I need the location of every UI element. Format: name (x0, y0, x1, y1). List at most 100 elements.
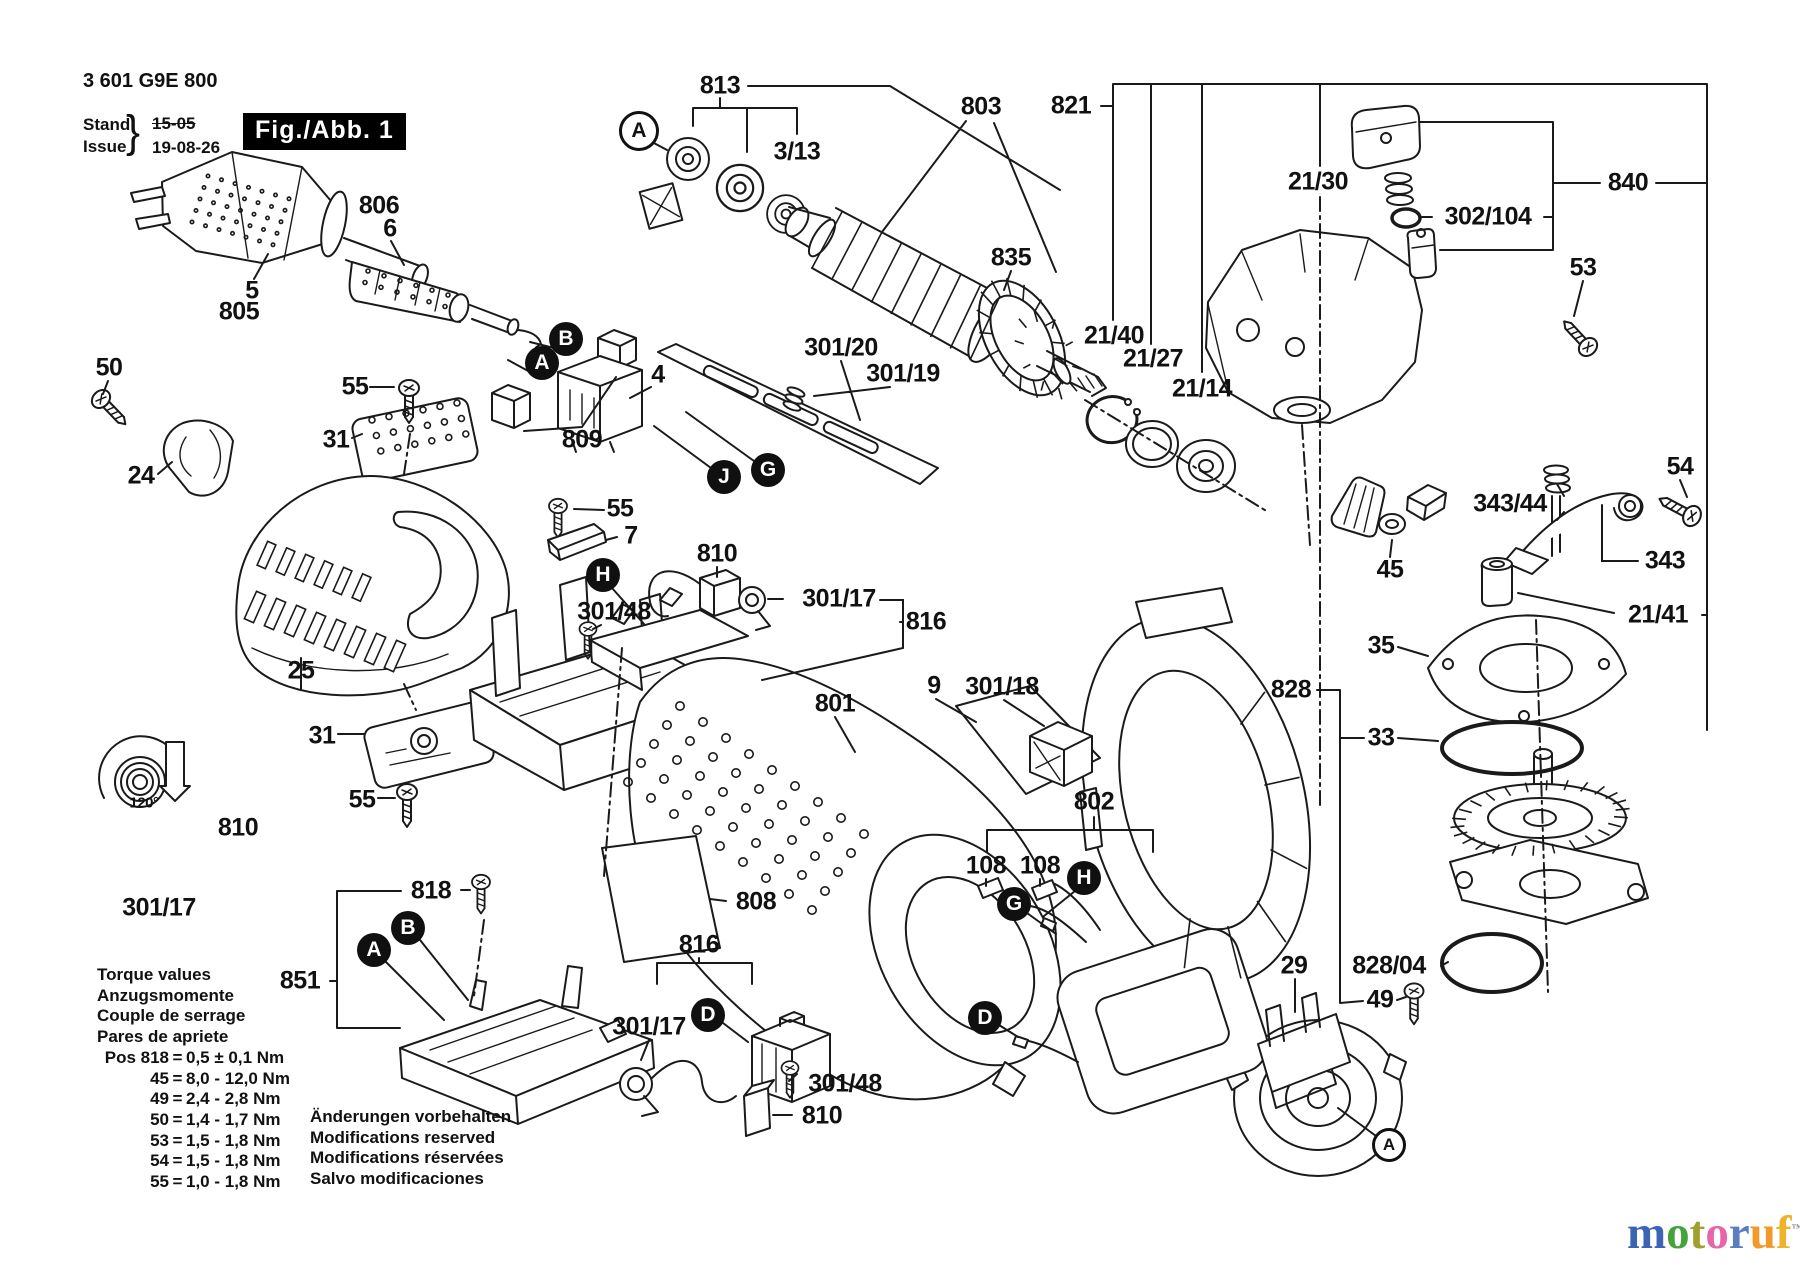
torque-pos: 50 (150, 1109, 169, 1129)
armature-835 (784, 206, 1107, 397)
part-label-810-35: 810 (801, 1101, 843, 1130)
part-label-55-15: 55 (348, 785, 376, 814)
part-label-301-48-34: 301/48 (808, 1069, 882, 1098)
torque-pos: 53 (150, 1130, 169, 1150)
issue-label: Issue (83, 137, 127, 156)
torque-pos: 54 (150, 1151, 169, 1171)
torque-equals: = (172, 1089, 183, 1109)
modifications-note: Modifications reserved (310, 1127, 496, 1147)
bearing-set-813 (638, 137, 806, 234)
variant-marker-J-3: J (707, 460, 741, 494)
part-label-816-25: 816 (905, 607, 947, 636)
torque-equals: = (172, 1151, 183, 1171)
torque-pos: 45 (150, 1068, 169, 1088)
logo-letter: r (1728, 1207, 1750, 1259)
part-label-301-17-24: 301/17 (802, 584, 876, 613)
connector-block-301-18 (1029, 721, 1093, 787)
o-ring-302-104 (1390, 207, 1422, 229)
stand-value: 15-05 (152, 114, 196, 133)
torque-equals: = (172, 1047, 183, 1067)
figure-label: Fig./Abb. 1 (243, 113, 406, 150)
part-label-7-21: 7 (624, 521, 638, 550)
variant-marker-D-11: D (968, 1001, 1002, 1035)
part-label-810-22: 810 (696, 539, 738, 568)
part-label-301-20-18: 301/20 (804, 333, 878, 362)
logo-letter: u (1749, 1207, 1776, 1259)
part-label-108-41: 108 (1019, 851, 1061, 880)
part-label-50-9: 50 (95, 353, 123, 382)
part-label-21-27-48: 21/27 (1122, 344, 1184, 373)
part-label-810-37: 810 (217, 813, 259, 842)
motoruf-logo: motoruf™.de (1627, 1206, 1800, 1260)
torque-row: Pos 818=0,5 ± 0,1 Nm (85, 1048, 290, 1069)
part-label-840-51: 840 (1607, 168, 1649, 197)
torque-title-line: Torque values (97, 965, 211, 984)
part-label-809-16: 809 (561, 425, 603, 454)
release-bar-301-20 (657, 343, 939, 485)
variant-marker-B-6: B (391, 911, 425, 945)
slide-plate-7 (547, 523, 607, 561)
modifications-note: Änderungen vorbehalten (310, 1107, 512, 1126)
part-label-21-30-50: 21/30 (1287, 167, 1349, 196)
part-label-808-29: 808 (735, 887, 777, 916)
stand-label: Stand (83, 115, 131, 134)
part-label-802-39: 802 (1073, 787, 1115, 816)
part-label-25-13: 25 (287, 656, 315, 685)
torque-equals: = (172, 1172, 183, 1192)
part-label-9-27: 9 (927, 671, 941, 700)
torque-title-line: Couple de serrage (97, 1006, 246, 1026)
torque-title-line: Anzugsmomente (97, 985, 234, 1005)
part-label-301-19-19: 301/19 (866, 359, 940, 388)
cover-plate-31-upper (351, 397, 479, 483)
torque-value: 1,5 - 1,8 Nm (186, 1130, 281, 1150)
modifications-note: Modifications réservées (310, 1148, 504, 1168)
variant-marker-A-2: A (525, 346, 559, 380)
torque-pos: 55 (150, 1172, 169, 1192)
torque-row: 49=2,4 - 2,8 Nm (85, 1089, 290, 1110)
gasket-35 (1427, 614, 1627, 724)
torque-row: 53=1,5 - 1,8 Nm (85, 1131, 290, 1152)
part-label-301-18-28: 301/18 (965, 672, 1039, 701)
part-label-851-31: 851 (279, 966, 321, 995)
o-ring-33 (1440, 720, 1584, 776)
part-label-302-104-52: 302/104 (1444, 202, 1532, 231)
variant-marker-B-1: B (549, 322, 583, 356)
torque-value: 8,0 - 12,0 Nm (186, 1068, 290, 1088)
part-label-3-13-1: 3/13 (773, 137, 821, 166)
mounting-clip-24 (162, 419, 234, 497)
part-label-31-11: 31 (322, 425, 350, 454)
model-number: 3 601 G9E 800 (83, 70, 218, 92)
part-label-33-44: 33 (1367, 723, 1395, 752)
part-label-828-04-45: 828/04 (1352, 951, 1426, 980)
cord-grommet (348, 261, 542, 357)
carbon-brush-lower (743, 1079, 775, 1137)
torque-value: 1,5 - 1,8 Nm (186, 1151, 281, 1171)
o-ring-828-04 (1440, 932, 1544, 994)
part-label-54-54: 54 (1666, 452, 1694, 481)
part-label-301-48-23: 301/48 (577, 597, 651, 626)
torque-value: 1,0 - 1,8 Nm (186, 1172, 281, 1192)
adjust-knob-45 (1330, 476, 1447, 538)
variant-marker-G-4: G (751, 453, 785, 487)
lock-plunger (1406, 228, 1437, 279)
logo-trademark: ™ (1791, 1222, 1800, 1235)
part-label-343-44-55: 343/44 (1473, 489, 1547, 518)
modifications-note: Salvo modificaciones (310, 1169, 484, 1189)
part-label-835-4: 835 (990, 243, 1032, 272)
part-label-31-14: 31 (308, 721, 336, 750)
part-label-801-26: 801 (814, 689, 856, 718)
part-label-301-17-33: 301/17 (612, 1012, 686, 1041)
torque-value: 2,4 - 2,8 Nm (186, 1089, 281, 1109)
torque-equals: = (172, 1130, 183, 1150)
part-label-35-59: 35 (1367, 631, 1395, 660)
part-label-21-40-47: 21/40 (1083, 321, 1145, 350)
part-label-828-43: 828 (1270, 675, 1312, 704)
bushing-21-41 (1480, 557, 1513, 607)
part-label-55-10: 55 (341, 372, 369, 401)
grommet-lower (619, 1059, 737, 1117)
torque-equals: = (172, 1068, 183, 1088)
